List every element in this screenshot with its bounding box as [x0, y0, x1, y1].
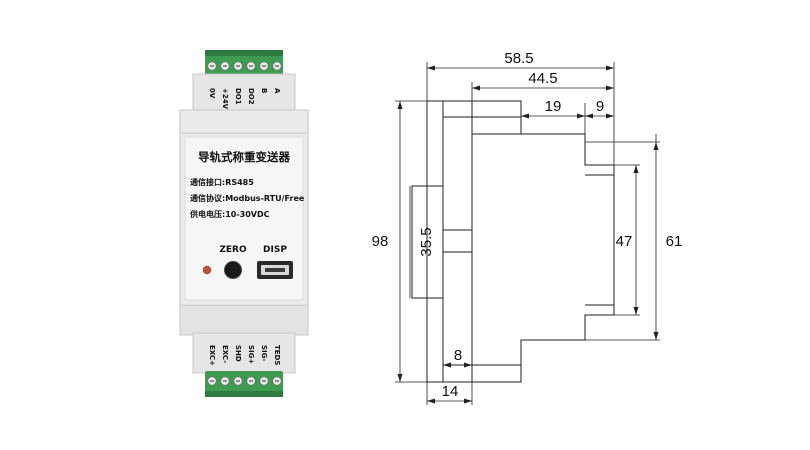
device-title: 导轨式称重变送器 — [198, 150, 290, 164]
dim-body-width: 44.5 — [528, 70, 557, 87]
top-terminal-block — [205, 50, 283, 76]
terminal-label-do1: DO1 — [234, 88, 242, 105]
zero-button[interactable] — [224, 261, 242, 279]
bottom-terminal-block — [205, 371, 283, 397]
terminal-label-0v: 0V — [208, 88, 216, 99]
terminal-label-sig-plus: SIG+ — [247, 345, 255, 364]
terminal-label-a: A — [273, 88, 281, 94]
housing-bottom-step — [192, 332, 296, 374]
dimension-arrows — [397, 65, 659, 404]
terminal-label-exc-minus: EXC- — [221, 345, 229, 363]
terminal-label-sig-minus: SIG- — [260, 345, 268, 361]
device-front-view: 0V +24V DO1 DO2 B A EXC+ EXC- SHD SIG+ S… — [179, 50, 309, 397]
dim-rail-height: 35.5 — [418, 227, 435, 256]
din-clip — [411, 185, 444, 299]
dim-step-a: 19 — [545, 98, 562, 115]
dim-inner-height: 47 — [616, 233, 633, 250]
terminal-label-24v: +24V — [221, 88, 229, 110]
spec-voltage: 供电电压:10-30VDC — [189, 209, 270, 219]
spec-interface: 通信接口:RS485 — [190, 177, 254, 187]
housing-top-step — [192, 73, 296, 113]
zero-label: ZERO — [219, 245, 247, 255]
dimension-labels: 58.5 44.5 19 9 98 35.5 47 61 8 14 — [372, 50, 683, 400]
dim-bottom-width: 14 — [442, 383, 459, 400]
dim-outer-height: 61 — [666, 233, 683, 250]
status-led — [202, 265, 212, 275]
terminal-label-b: B — [260, 88, 268, 93]
dim-bottom-small: 8 — [454, 347, 462, 364]
spec-protocol: 通信协议:Modbus-RTU/Free — [190, 193, 305, 203]
mini-usb-port[interactable] — [257, 261, 293, 279]
dim-total-height: 98 — [372, 233, 389, 250]
terminal-label-shd: SHD — [234, 345, 242, 362]
side-profile-drawing — [411, 100, 615, 383]
dim-total-width: 58.5 — [504, 50, 533, 67]
dim-step-b: 9 — [596, 98, 604, 115]
terminal-label-exc-plus: EXC+ — [208, 345, 216, 366]
disp-label: DISP — [263, 245, 287, 255]
terminal-label-do2: DO2 — [247, 88, 255, 105]
terminal-label-teds: TEDS — [273, 345, 281, 365]
